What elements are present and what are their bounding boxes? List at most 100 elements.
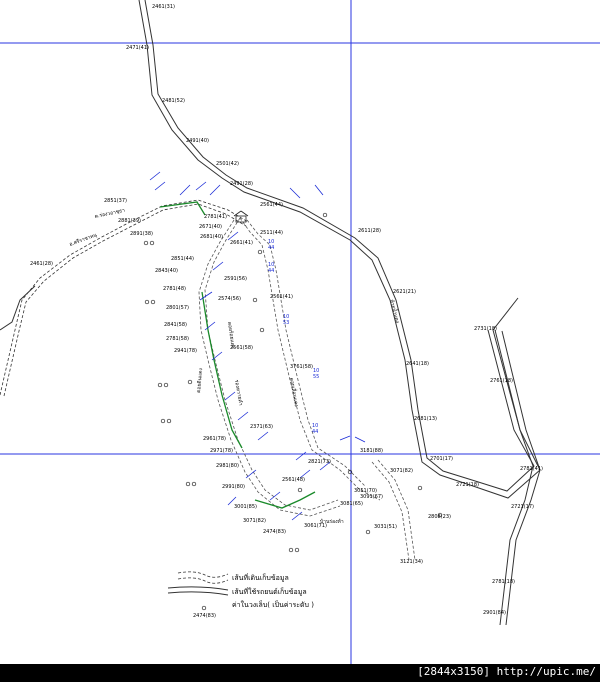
point-label: 3181(88) [360,448,383,454]
place-label: อ.ศรีราชาหนุ [68,231,98,248]
walking-track-left [0,199,249,397]
map-frame: 2461(31) 2471(41) 2481(52) 2491(40) 2501… [0,0,600,664]
road-label: 2491(28) [230,181,253,187]
survey-point-marker [166,418,172,424]
road-label: 2491(40) [186,138,209,144]
point-label: 2371(63) [250,424,273,430]
road-label: 2471(41) [126,45,149,51]
point-label: 2881(39) [118,218,141,224]
grid-lines [0,0,600,664]
point-label: 3061(71) [304,523,327,529]
survey-points [143,212,443,553]
point-label: 2971(78) [210,448,233,454]
survey-ticks [149,171,366,521]
survey-point-marker [437,512,443,518]
point-label: 2781(58) [166,336,189,342]
survey-point-marker [365,529,371,535]
point-label: 3001(85) [234,504,257,510]
survey-point-marker [294,547,300,553]
road-label: 2901(84) [483,610,506,616]
legend-elevation-label: ค่าในวงเล็บ( เป็นค่าระดับ ) [232,600,314,609]
survey-point-marker [417,485,423,491]
point-label: 2781(48) [163,286,186,292]
legend-dashed-line-label: เส้นที่เดินเก็บข้อมูล [232,573,289,582]
road-label: 2701(17) [430,456,453,462]
survey-point-marker [157,382,163,388]
place-label: ดอยดินแดง [195,367,204,393]
survey-point-marker [144,299,150,305]
road-labels: 2461(31) 2471(41) 2481(52) 2491(40) 2501… [30,4,543,616]
point-label: 2841(58) [164,322,187,328]
place-label: บ้านร่องห้า [320,518,344,525]
survey-point-marker [259,327,265,333]
green-survey-path [159,201,316,509]
survey-point-marker [149,240,155,246]
legend-dashed-line-symbol [177,571,229,584]
legend-double-line-label: เส้นที่ใช้รถยนต์เก็บข้อมูล [232,587,307,596]
survey-point-marker [322,212,328,218]
point-label: 2961(78) [203,436,226,442]
road-label: 2721(18) [456,482,479,488]
survey-point-marker [257,249,263,255]
map-legend: เส้นที่เดินเก็บข้อมูล เส้นที่ใช้รถยนต์เก… [167,571,314,619]
road-label: 2621(21) [393,289,416,295]
place-label: ร่องหวายคำ [233,379,243,406]
place-label: ดอยร้อยแดง [226,321,237,349]
point-label: 2781(41) [204,214,227,220]
building-icon [233,210,249,223]
point-label: 2843(40) [155,268,178,274]
place-label: ดอยเลื่อนแดง [288,377,300,408]
survey-point-marker [163,382,169,388]
topographic-survey-map[interactable]: 2461(31) 2471(41) 2481(52) 2491(40) 2501… [0,0,600,664]
point-label: 3031(51) [374,524,397,530]
point-labels: 2851(37) 2881(39) 2891(38) 2671(40) 2681… [104,198,451,565]
solid-track-left [0,285,36,331]
point-label: 2808(23) [428,514,451,520]
point-label: 2851(37) [104,198,127,204]
road-label: 2781(18) [492,579,515,585]
point-label: 2991(80) [222,484,245,490]
survey-point-marker [185,481,191,487]
point-label: 2561(44) [260,202,283,208]
point-label: 2574(56) [218,296,241,302]
place-labels: ต.ร่องวอาชุธา อ.ศรีราชาหนุ ดอยดินแดง ร่อ… [68,208,403,525]
point-label: 3121(34) [400,559,423,565]
survey-point-marker [150,299,156,305]
survey-point-marker [187,379,193,385]
road-label: 2731(18) [474,326,497,332]
survey-point-marker [160,418,166,424]
road-label: 2641(18) [406,361,429,367]
point-label: 2561(41) [270,294,293,300]
point-label: 2561(48) [282,477,305,483]
point-label: 2801(57) [166,305,189,311]
survey-point-marker [191,481,197,487]
point-label: 3071(82) [390,468,413,474]
point-label: 3091(67) [360,494,383,500]
image-host-footer: [2844x3150] http://upic.me/ [0,664,600,682]
point-label: 3081(65) [340,501,363,507]
road-label: 2681(13) [414,416,437,422]
point-label: 2941(78) [174,348,197,354]
point-label: 2591(56) [224,276,247,282]
road-label: 2611(28) [358,228,381,234]
road-label: 2461(31) [152,4,175,10]
footer-text: [2844x3150] http://upic.me/ [417,665,596,678]
point-label: 2891(38) [130,231,153,237]
road-label: 2461(28) [30,261,53,267]
point-label: 2661(41) [230,240,253,246]
survey-point-marker [297,487,303,493]
point-label: 2561(58) [230,345,253,351]
road-label: 2781(41) [520,466,543,472]
main-road [138,0,541,626]
survey-point-marker [252,297,258,303]
road-label: 2501(42) [216,161,239,167]
point-label: 3761(58) [290,364,313,370]
point-label: 2474(83) [263,529,286,535]
point-label: 3071(82) [243,518,266,524]
